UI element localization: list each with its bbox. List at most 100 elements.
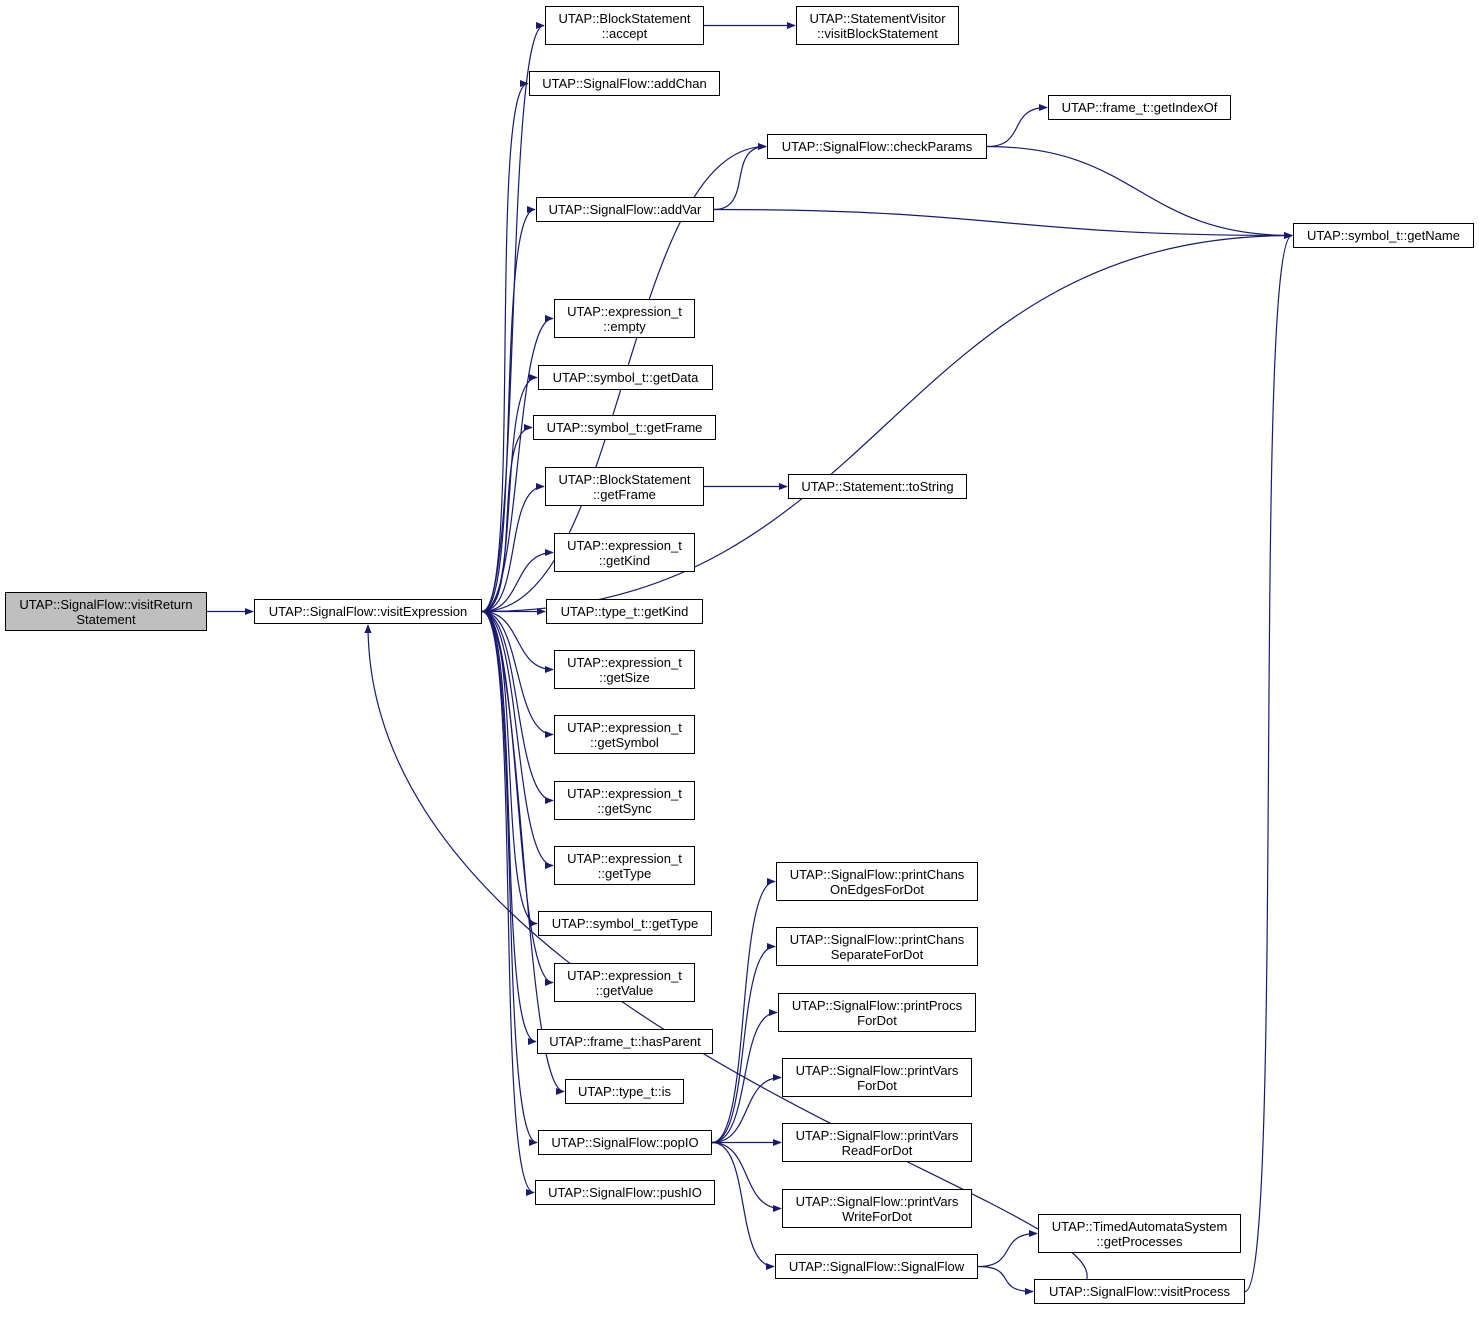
node-label: UTAP::SignalFlow::popIO [551, 1135, 699, 1150]
node-label-line-2: OnEdgesForDot [830, 881, 924, 897]
node-block-statement-get-frame[interactable]: UTAP::BlockStatement ::getFrame [545, 467, 704, 506]
node-expression-get-size[interactable]: UTAP::expression_t ::getSize [554, 650, 695, 689]
node-label-line-2: ::getKind [598, 552, 651, 568]
node-label-line-2: ::getFrame [593, 486, 656, 502]
node-print-vars-for-dot[interactable]: UTAP::SignalFlow::printVars ForDot [782, 1058, 972, 1097]
node-label-line-1: UTAP::TimedAutomataSystem [1051, 1218, 1228, 1234]
edge-popIO-to-printChansSeparate [711, 942, 776, 1144]
node-type-get-kind[interactable]: UTAP::type_t::getKind [546, 599, 703, 624]
edge-checkParams-to-getName [986, 145, 1293, 240]
node-visit-process[interactable]: UTAP::SignalFlow::visitProcess [1034, 1279, 1245, 1304]
node-print-vars-read-for-dot[interactable]: UTAP::SignalFlow::printVars ReadForDot [782, 1123, 972, 1162]
node-print-procs-for-dot[interactable]: UTAP::SignalFlow::printProcs ForDot [778, 993, 976, 1032]
node-label: UTAP::Statement::toString [801, 479, 954, 494]
node-label: UTAP::SignalFlow::visitProcess [1048, 1284, 1231, 1299]
edge-visitExpression-to-addVar [481, 205, 536, 613]
node-label: UTAP::SignalFlow::visitExpression [268, 604, 468, 619]
edge-visitExpression-to-popIO [481, 610, 538, 1146]
node-print-chans-on-edges-for-dot[interactable]: UTAP::SignalFlow::printChans OnEdgesForD… [776, 862, 978, 901]
node-label-line-1: UTAP::expression_t [567, 967, 682, 983]
edge-visitExpression-to-getName [481, 231, 1293, 613]
edge-visitExpression-to-pushIO [481, 610, 535, 1196]
node-expression-get-value[interactable]: UTAP::expression_t ::getValue [554, 963, 695, 1002]
node-get-processes[interactable]: UTAP::TimedAutomataSystem ::getProcesses [1038, 1214, 1241, 1253]
node-label-line-1: UTAP::SignalFlow::printVars [795, 1193, 959, 1209]
node-label: UTAP::SignalFlow::addVar [548, 202, 702, 217]
node-label-line-1: UTAP::SignalFlow::printVars [795, 1062, 959, 1078]
node-push-io[interactable]: UTAP::SignalFlow::pushIO [535, 1180, 715, 1205]
node-type-is[interactable]: UTAP::type_t::is [565, 1079, 684, 1104]
node-label: UTAP::symbol_t::getType [551, 916, 699, 931]
node-signal-flow-constructor[interactable]: UTAP::SignalFlow::SignalFlow [775, 1254, 978, 1279]
node-expression-get-symbol[interactable]: UTAP::expression_t ::getSymbol [554, 715, 695, 754]
node-label: UTAP::type_t::getKind [560, 604, 689, 619]
edge-addVar-to-getName [713, 208, 1293, 240]
node-label: UTAP::symbol_t::getData [552, 370, 699, 385]
node-label-line-2: Statement [76, 611, 136, 627]
node-label-line-2: ForDot [857, 1077, 897, 1093]
node-expression-get-type[interactable]: UTAP::expression_t ::getType [554, 846, 695, 885]
node-label-line-2: ::getProcesses [1096, 1233, 1183, 1249]
node-add-var[interactable]: UTAP::SignalFlow::addVar [536, 197, 714, 222]
node-label-line-2: ::empty [603, 318, 646, 334]
node-expression-empty[interactable]: UTAP::expression_t ::empty [554, 299, 695, 338]
edge-visitExpression-to-BlockStatement_accept [481, 22, 545, 613]
node-label-line-2: ::getType [597, 865, 652, 881]
node-frame-has-parent[interactable]: UTAP::frame_t::hasParent [537, 1029, 713, 1054]
edge-popIO-to-printVars [711, 1073, 782, 1144]
node-label: UTAP::symbol_t::getFrame [546, 420, 703, 435]
node-label-line-1: UTAP::SignalFlow::printProcs [791, 997, 963, 1013]
edge-visitExpression-to-expr_getSync [481, 610, 554, 805]
node-label-line-1: UTAP::SignalFlow::visitReturn [19, 596, 193, 612]
node-label-line-1: UTAP::StatementVisitor [809, 10, 946, 26]
node-label-line-1: UTAP::BlockStatement [558, 471, 691, 487]
node-statement-to-string[interactable]: UTAP::Statement::toString [788, 474, 967, 499]
node-label-line-2: ForDot [857, 1012, 897, 1028]
node-get-name[interactable]: UTAP::symbol_t::getName [1293, 223, 1474, 248]
node-label-line-1: UTAP::expression_t [567, 654, 682, 670]
node-print-vars-write-for-dot[interactable]: UTAP::SignalFlow::printVars WriteForDot [782, 1189, 972, 1228]
edge-addVar-to-checkParams [713, 142, 767, 211]
node-label-line-1: UTAP::SignalFlow::printChans [789, 931, 965, 947]
edge-visitExpression-to-sym_getFrame [481, 423, 533, 613]
edge-visitExpression-to-block_getFrame [481, 482, 545, 613]
node-add-chan[interactable]: UTAP::SignalFlow::addChan [529, 71, 720, 96]
node-expression-get-sync[interactable]: UTAP::expression_t ::getSync [554, 781, 695, 820]
edge-SignalFlow_ctor-to-getProcesses [977, 1229, 1038, 1268]
node-visit-block-statement[interactable]: UTAP::StatementVisitor ::visitBlockState… [796, 6, 959, 45]
edge-popIO-to-printChansOnEdges [711, 877, 776, 1144]
edge-popIO-to-printVarsWrite [711, 1141, 782, 1213]
node-print-chans-separate-for-dot[interactable]: UTAP::SignalFlow::printChans SeparateFor… [776, 927, 978, 966]
node-label-line-2: SeparateForDot [830, 946, 924, 962]
node-label-line-2: ReadForDot [841, 1142, 913, 1158]
node-symbol-get-type[interactable]: UTAP::symbol_t::getType [538, 911, 712, 936]
node-label-line-2: WriteForDot [842, 1208, 912, 1224]
edge-visitExpression-to-expr_empty [481, 314, 554, 613]
node-label-line-1: UTAP::expression_t [567, 303, 682, 319]
node-pop-io[interactable]: UTAP::SignalFlow::popIO [538, 1130, 712, 1155]
node-label-line-2: ::getSync [597, 800, 652, 816]
node-label-line-2: ::accept [601, 25, 648, 41]
node-label-line-2: ::visitBlockStatement [817, 25, 938, 41]
node-expression-get-kind[interactable]: UTAP::expression_t ::getKind [554, 533, 695, 572]
node-label: UTAP::SignalFlow::checkParams [781, 139, 973, 154]
node-label-line-2: ::getSymbol [590, 734, 659, 750]
node-label-line-1: UTAP::BlockStatement [558, 10, 691, 26]
node-visit-expression[interactable]: UTAP::SignalFlow::visitExpression [254, 599, 482, 624]
node-check-params[interactable]: UTAP::SignalFlow::checkParams [767, 134, 987, 159]
node-label: UTAP::frame_t::hasParent [549, 1034, 701, 1049]
node-label-line-1: UTAP::expression_t [567, 719, 682, 735]
node-symbol-get-frame[interactable]: UTAP::symbol_t::getFrame [533, 415, 716, 440]
edge-visitExpression-to-expr_getSymbol [481, 610, 554, 739]
node-label-line-1: UTAP::SignalFlow::printVars [795, 1127, 959, 1143]
node-block-statement-accept[interactable]: UTAP::BlockStatement ::accept [545, 6, 704, 45]
node-label-line-1: UTAP::expression_t [567, 850, 682, 866]
node-label: UTAP::type_t::is [578, 1084, 671, 1099]
node-symbol-get-data[interactable]: UTAP::symbol_t::getData [538, 365, 713, 390]
edge-visitExpression-to-addChan [481, 80, 529, 613]
node-get-index-of[interactable]: UTAP::frame_t::getIndexOf [1048, 95, 1231, 120]
edge-visitExpression-to-expr_getSize [481, 610, 554, 674]
node-label: UTAP::SignalFlow::addChan [542, 76, 707, 91]
edge-visitExpression-to-hasParent [481, 610, 537, 1046]
node-label-line-2: ::getSize [599, 669, 650, 685]
